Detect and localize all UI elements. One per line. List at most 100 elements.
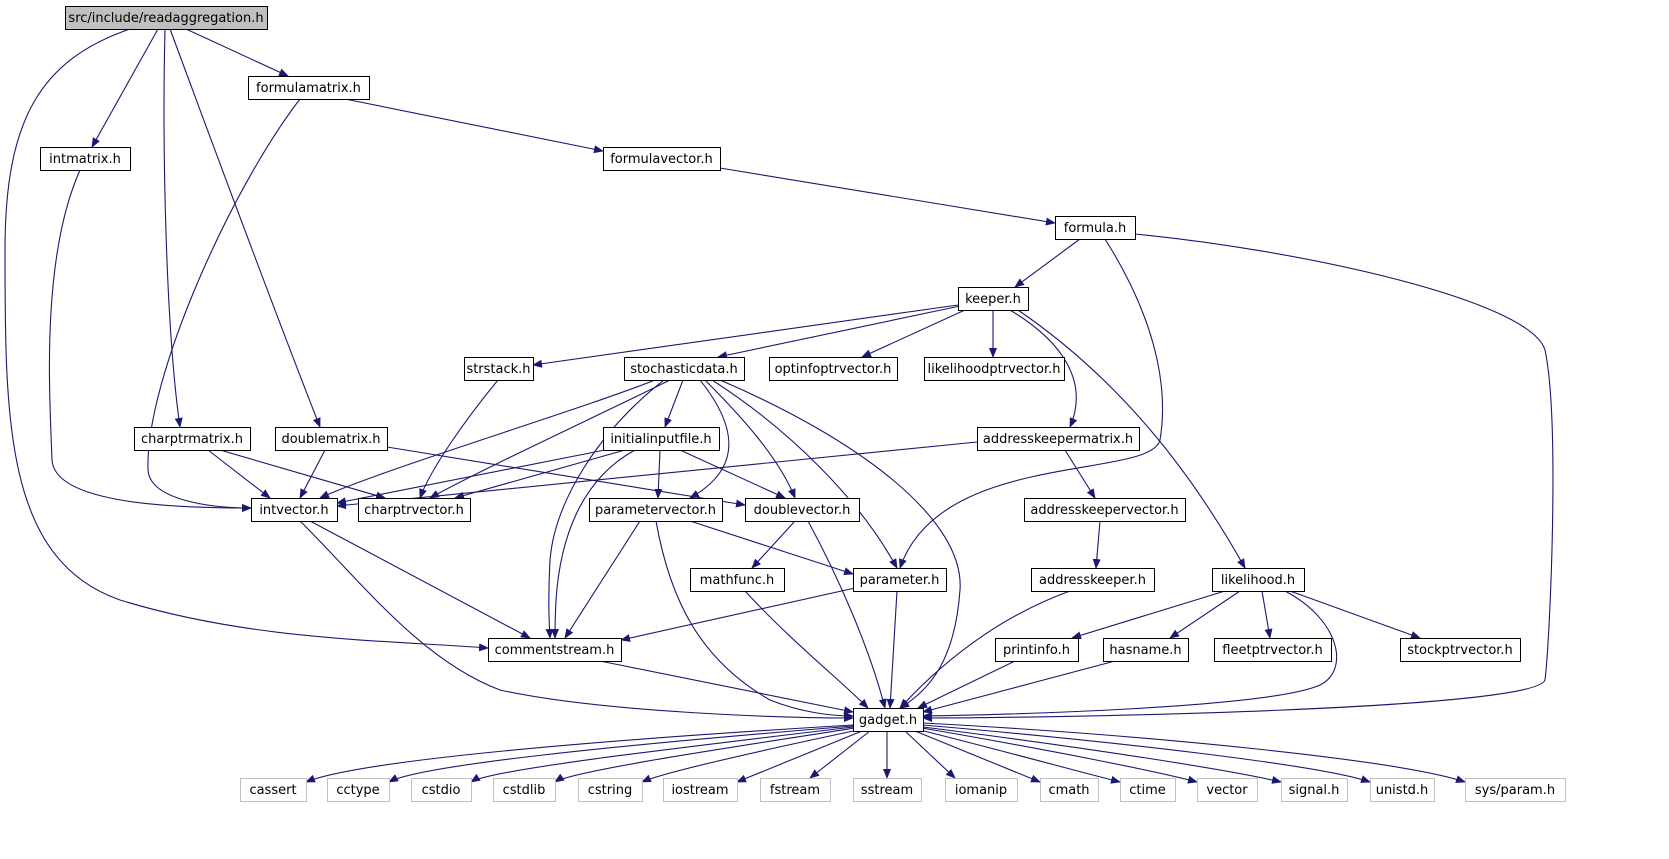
node-box-ctime (1120, 778, 1176, 802)
node-intmatrix[interactable]: intmatrix.h (40, 147, 131, 171)
edge-gadget-to-cstdlib (554, 727, 856, 783)
node-parameter[interactable]: parameter.h (853, 568, 947, 592)
edge-keeper-to-optinfoptrvector (861, 309, 966, 358)
edge-doublevector-to-gadget (807, 520, 887, 709)
node-stockptrvector[interactable]: stockptrvector.h (1400, 638, 1521, 662)
node-box-likelihood (1212, 568, 1305, 592)
node-label-cctype: cctype (336, 783, 379, 798)
edge-gadget-to-unistd (922, 724, 1371, 783)
node-iostream: iostream (663, 778, 738, 802)
node-label-sysparam: sys/param.h (1475, 783, 1555, 798)
node-printinfo[interactable]: printinfo.h (995, 638, 1079, 662)
node-label-keeper: keeper.h (965, 292, 1021, 307)
node-label-parametervector: parametervector.h (595, 503, 716, 518)
node-addresskeepervector[interactable]: addresskeepervector.h (1024, 498, 1186, 522)
nodes: src/include/readaggregation.h formulamatr… (40, 6, 1566, 802)
edge-likelihood-to-hasname (1169, 590, 1241, 639)
node-box-sstream (853, 778, 922, 802)
node-box-cstdlib (493, 778, 556, 802)
node-box-cstdio (411, 778, 472, 802)
node-readaggregation[interactable]: src/include/readaggregation.h (65, 6, 268, 30)
node-box-mathfunc (690, 568, 785, 592)
node-stochasticdata[interactable]: stochasticdata.h (624, 357, 745, 381)
edge-gadget-to-ctime (919, 729, 1121, 784)
node-label-ctime: ctime (1129, 783, 1166, 798)
node-label-iomanip: iomanip (955, 783, 1007, 798)
node-gadget[interactable]: gadget.h (853, 708, 924, 732)
node-vector: vector (1197, 778, 1258, 802)
edge-gadget-to-iostream (736, 730, 863, 783)
node-hasname[interactable]: hasname.h (1103, 638, 1189, 662)
node-intvector[interactable]: intvector.h (251, 498, 338, 522)
edge-stochasticdata-to-commentstream (545, 379, 665, 639)
node-label-addresskeeper: addresskeeper.h (1039, 573, 1146, 588)
node-signal: signal.h (1281, 778, 1348, 802)
edge-gadget-to-cassert (305, 724, 854, 783)
node-label-mathfunc: mathfunc.h (700, 573, 775, 588)
node-formulamatrix[interactable]: formulamatrix.h (248, 76, 370, 100)
node-mathfunc[interactable]: mathfunc.h (690, 568, 785, 592)
node-cstdlib: cstdlib (493, 778, 556, 802)
node-charptrvector[interactable]: charptrvector.h (358, 498, 471, 522)
node-fstream: fstream (760, 778, 831, 802)
node-label-hasname: hasname.h (1109, 643, 1181, 658)
node-box-signal (1281, 778, 1348, 802)
edge-gadget-to-cstdio (470, 726, 854, 783)
node-box-cstring (578, 778, 643, 802)
node-likelihood[interactable]: likelihood.h (1212, 568, 1305, 592)
edge-gadget-to-signal (922, 726, 1282, 784)
node-addresskeeper[interactable]: addresskeeper.h (1031, 568, 1155, 592)
node-formula[interactable]: formula.h (1055, 216, 1136, 240)
node-box-sysparam (1465, 778, 1566, 802)
edge-initialinputfile-to-commentstream (551, 449, 636, 639)
node-box-doublematrix (275, 427, 388, 451)
node-box-charptrmatrix (134, 427, 251, 451)
node-box-likelihoodptrvector (924, 357, 1065, 381)
edges (4, 28, 1554, 784)
node-box-cctype (327, 778, 390, 802)
node-label-cstdlib: cstdlib (503, 783, 546, 798)
node-keeper[interactable]: keeper.h (958, 287, 1029, 311)
node-parametervector[interactable]: parametervector.h (589, 498, 723, 522)
node-box-addresskeepermatrix (977, 427, 1140, 451)
edge-gadget-to-sysparam (922, 722, 1466, 783)
node-label-cmath: cmath (1048, 783, 1089, 798)
node-likelihoodptrvector[interactable]: likelihoodptrvector.h (924, 357, 1065, 381)
node-commentstream[interactable]: commentstream.h (488, 638, 622, 662)
edge-doublematrix-to-doublevector (386, 446, 746, 508)
node-label-cstring: cstring (588, 783, 632, 798)
node-box-fstream (760, 778, 831, 802)
node-label-readaggregation: src/include/readaggregation.h (68, 11, 263, 26)
node-label-stockptrvector: stockptrvector.h (1407, 643, 1513, 658)
edge-intvector-to-commentstream (309, 520, 531, 639)
node-optinfoptrvector[interactable]: optinfoptrvector.h (769, 357, 898, 381)
node-box-keeper (958, 287, 1029, 311)
node-label-cstdio: cstdio (422, 783, 461, 798)
node-box-formula (1055, 216, 1136, 240)
node-box-cmath (1040, 778, 1099, 802)
node-addresskeepermatrix[interactable]: addresskeepermatrix.h (977, 427, 1140, 451)
node-box-intmatrix (40, 147, 131, 171)
edge-doublevector-to-mathfunc (751, 520, 796, 569)
edge-likelihood-to-gadget (922, 590, 1338, 720)
edge-hasname-to-gadget (922, 660, 1116, 714)
node-label-gadget: gadget.h (859, 713, 917, 728)
node-fleetptrvector[interactable]: fleetptrvector.h (1214, 638, 1332, 662)
node-strstack[interactable]: strstack.h (464, 357, 534, 381)
node-box-cassert (240, 778, 307, 802)
node-charptrmatrix[interactable]: charptrmatrix.h (134, 427, 251, 451)
node-box-formulamatrix (248, 76, 370, 100)
node-doublematrix[interactable]: doublematrix.h (275, 427, 388, 451)
node-sysparam: sys/param.h (1465, 778, 1566, 802)
node-label-formula: formula.h (1064, 221, 1127, 236)
edge-stochasticdata-to-parametervector (689, 379, 730, 499)
node-label-addresskeepermatrix: addresskeepermatrix.h (983, 432, 1133, 447)
node-box-vector (1197, 778, 1258, 802)
node-label-doublematrix: doublematrix.h (281, 432, 380, 447)
node-box-fleetptrvector (1214, 638, 1332, 662)
node-doublevector[interactable]: doublevector.h (745, 498, 860, 522)
node-initialinputfile[interactable]: initialinputfile.h (603, 427, 720, 451)
node-label-optinfoptrvector: optinfoptrvector.h (775, 362, 892, 377)
node-formulavector[interactable]: formulavector.h (603, 147, 721, 171)
